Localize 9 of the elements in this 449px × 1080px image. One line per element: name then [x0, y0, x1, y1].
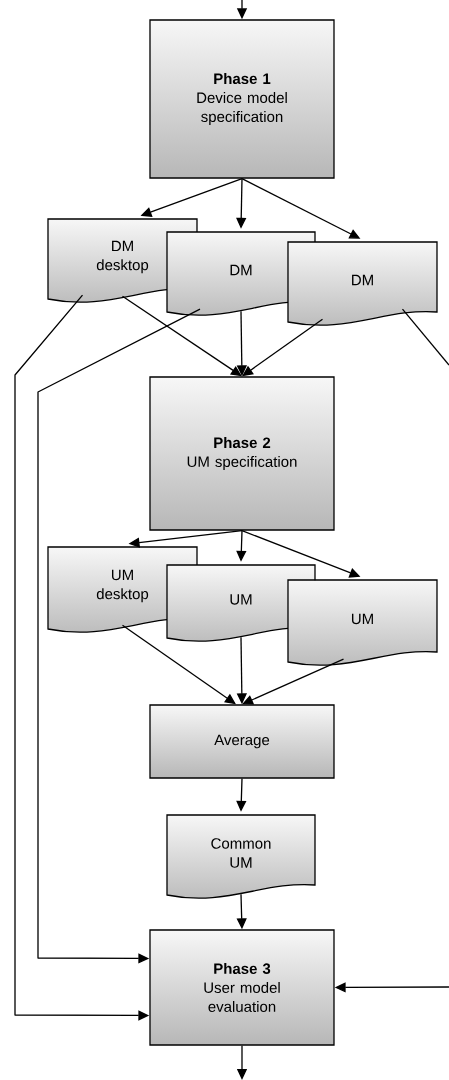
arrow [121, 295, 242, 377]
process-box: Phase 3 User model evaluation [149, 929, 335, 1046]
process-box: Phase 2 UM specification [149, 376, 335, 531]
arrow [121, 624, 236, 705]
process-box: Average [149, 704, 335, 779]
arrow [37, 308, 201, 964]
arrow [242, 318, 324, 377]
process-box: Phase 1 Device model specification [149, 19, 335, 179]
arrow [242, 658, 345, 705]
